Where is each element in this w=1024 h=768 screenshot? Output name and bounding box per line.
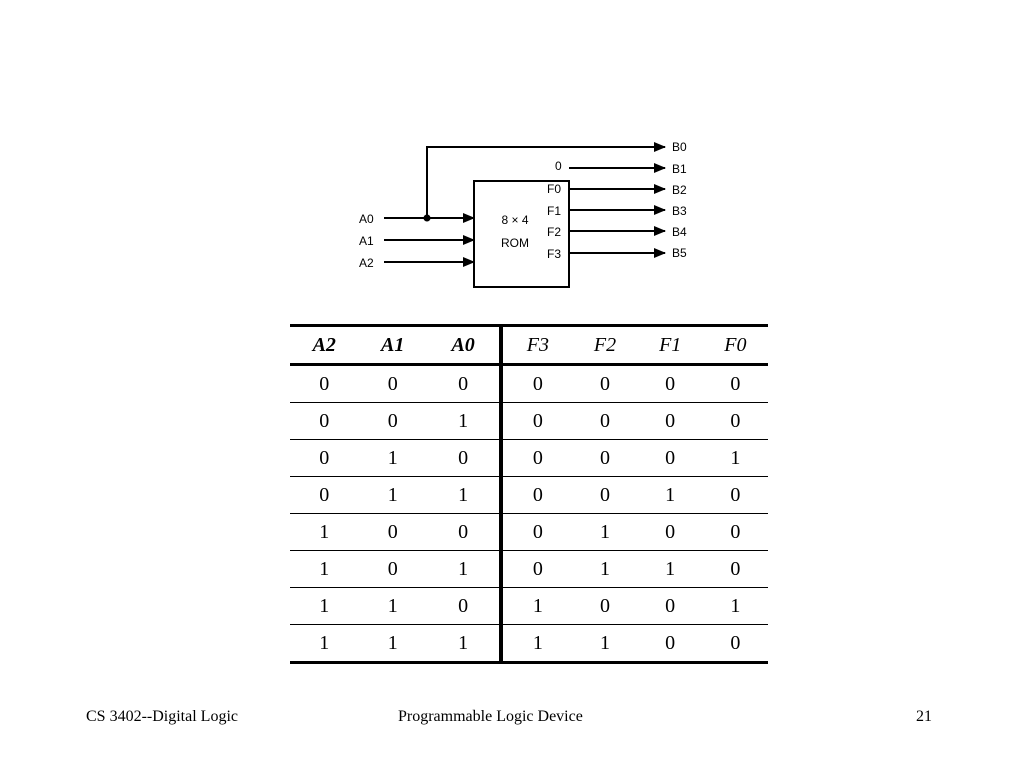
- output-label-b4: B4: [672, 225, 687, 239]
- table-cell: 1: [319, 594, 330, 617]
- table-cell: 0: [387, 372, 398, 395]
- header-a1: A1: [381, 333, 405, 356]
- table-row: 0 0 0 0 0 0 0: [290, 364, 768, 403]
- truth-table: A2 A1 A0 F3 F2 F1 F0 0 0 0 0 0 0 0 0 0: [290, 324, 768, 664]
- table-cell: 0: [730, 557, 741, 580]
- rom-output-f1: F1: [547, 204, 561, 218]
- rom-output-f0: F0: [547, 182, 561, 196]
- input-label-a1: A1: [359, 234, 374, 248]
- table-cell: 1: [599, 631, 610, 654]
- table-cell: 0: [319, 372, 330, 395]
- rom-label-size: 8 × 4: [501, 213, 528, 227]
- table-cell: 0: [319, 483, 330, 506]
- output-label-b5: B5: [672, 246, 687, 260]
- table-cell: 1: [532, 594, 543, 617]
- output-label-b3: B3: [672, 204, 687, 218]
- table-row: 0 1 1 0 0 1 0: [290, 476, 768, 514]
- header-f0: F0: [724, 333, 747, 356]
- table-cell: 1: [599, 520, 610, 543]
- footer-topic: Programmable Logic Device: [398, 708, 583, 725]
- table-cell: 1: [319, 520, 330, 543]
- rom-box: [473, 180, 570, 288]
- table-cell: 0: [599, 372, 610, 395]
- table-cell: 0: [730, 631, 741, 654]
- table-cell: 0: [532, 446, 543, 469]
- table-cell: 0: [665, 409, 676, 432]
- table-cell: 1: [665, 557, 676, 580]
- output-label-b2: B2: [672, 183, 687, 197]
- table-cell: 1: [730, 594, 741, 617]
- table-cell: 1: [387, 483, 398, 506]
- table-cell: 0: [387, 409, 398, 432]
- footer-course: CS 3402--Digital Logic: [86, 708, 238, 725]
- rom-output-f2: F2: [547, 225, 561, 239]
- table-cell: 0: [426, 439, 504, 477]
- table-cell: 1: [426, 550, 504, 588]
- header-a2: A2: [312, 333, 336, 356]
- table-cell: 0: [532, 372, 543, 395]
- table-row: 1 1 0 1 0 0 1: [290, 587, 768, 625]
- table-cell: 1: [387, 446, 398, 469]
- table-row: 1 0 0 0 1 0 0: [290, 513, 768, 551]
- table-cell: 1: [532, 631, 543, 654]
- table-cell: 0: [426, 587, 504, 625]
- table-cell: 1: [387, 631, 398, 654]
- footer-page-number: 21: [916, 708, 932, 725]
- input-label-a2: A2: [359, 256, 374, 270]
- a0-to-b0-wire: [426, 142, 666, 218]
- table-cell: 0: [387, 557, 398, 580]
- table-row: 0 0 1 0 0 0 0: [290, 402, 768, 440]
- header-f3: F3: [526, 333, 549, 356]
- table-cell: 1: [426, 402, 504, 440]
- table-cell: 0: [665, 594, 676, 617]
- table-cell: 0: [532, 409, 543, 432]
- table-cell: 1: [730, 446, 741, 469]
- table-cell: 0: [599, 594, 610, 617]
- rom-label-name: ROM: [501, 236, 529, 250]
- table-cell: 0: [532, 520, 543, 543]
- output-label-b0: B0: [672, 140, 687, 154]
- table-cell: 0: [319, 446, 330, 469]
- table-row: 0 1 0 0 0 0 1: [290, 439, 768, 477]
- header-a0: A0: [426, 325, 504, 365]
- table-cell: 1: [319, 631, 330, 654]
- rom-block-diagram: 8 × 4 ROM A0 A1 A2 0 F0 F1 F2 F3 B0 B1 B…: [359, 140, 687, 288]
- table-cell: 0: [730, 372, 741, 395]
- table-cell: 0: [730, 409, 741, 432]
- table-cell: 0: [426, 364, 504, 403]
- table-cell: 1: [426, 624, 504, 663]
- table-header-row: A2 A1 A0 F3 F2 F1 F0: [290, 325, 768, 365]
- table-cell: 1: [665, 483, 676, 506]
- table-cell: 0: [426, 513, 504, 551]
- table-cell: 1: [599, 557, 610, 580]
- output-label-b1: B1: [672, 162, 687, 176]
- table-cell: 0: [532, 557, 543, 580]
- table-cell: 0: [532, 483, 543, 506]
- table-cell: 0: [665, 520, 676, 543]
- table-row: 1 0 1 0 1 1 0: [290, 550, 768, 588]
- table-cell: 0: [599, 409, 610, 432]
- table-cell: 0: [665, 446, 676, 469]
- table-cell: 0: [387, 520, 398, 543]
- header-f2: F2: [593, 333, 617, 356]
- table-cell: 0: [665, 631, 676, 654]
- constant-zero-label: 0: [555, 159, 562, 173]
- table-cell: 0: [319, 409, 330, 432]
- input-label-a0: A0: [359, 212, 374, 226]
- table-cell: 1: [319, 557, 330, 580]
- table-cell: 0: [599, 483, 610, 506]
- table-cell: 1: [387, 594, 398, 617]
- header-f1: F1: [659, 333, 682, 356]
- table-cell: 0: [599, 446, 610, 469]
- rom-output-f3: F3: [547, 247, 561, 261]
- table-cell: 0: [730, 520, 741, 543]
- table-cell: 0: [730, 483, 741, 506]
- table-row: 1 1 1 1 1 0 0: [290, 624, 768, 663]
- table-cell: 1: [426, 476, 504, 514]
- table-cell: 0: [665, 372, 676, 395]
